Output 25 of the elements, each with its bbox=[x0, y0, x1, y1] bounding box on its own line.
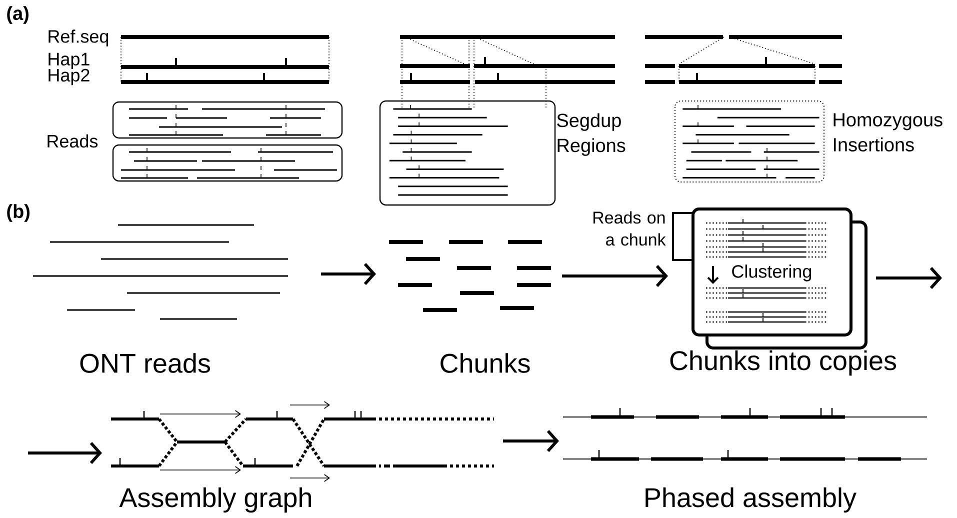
step-label: Clustering bbox=[732, 264, 812, 282]
arrow bbox=[562, 264, 668, 287]
node-label: Chunks bbox=[440, 353, 530, 373]
node-label: Phased assembly bbox=[646, 487, 856, 513]
panel-label: (a) bbox=[7, 6, 28, 24]
row-label: Hap1 bbox=[48, 52, 90, 70]
read-lines-drawing bbox=[33, 224, 288, 320]
chunk-copies-drawing bbox=[672, 208, 868, 350]
row-label: Reads bbox=[48, 134, 98, 148]
node-label: ONT reads bbox=[80, 353, 210, 373]
row-label: Ref.seq bbox=[48, 30, 108, 46]
annotation: Reads on a chunk bbox=[593, 211, 666, 246]
phased-assembly-drawing bbox=[562, 408, 928, 461]
arrow bbox=[503, 430, 559, 452]
arrow bbox=[28, 442, 102, 464]
arrow bbox=[876, 266, 942, 289]
assembly-graph-drawing bbox=[111, 401, 494, 482]
arrow bbox=[321, 262, 376, 285]
node-label: Assembly graph bbox=[119, 487, 311, 513]
chunks-drawing bbox=[389, 240, 551, 312]
region-label: Homozygous Insertions bbox=[834, 113, 942, 152]
row-label: Hap2 bbox=[48, 68, 90, 86]
panel-label: (b) bbox=[7, 204, 30, 222]
region-label: Segdup Regions bbox=[557, 113, 626, 156]
node-label: Chunks into copies bbox=[670, 350, 896, 376]
